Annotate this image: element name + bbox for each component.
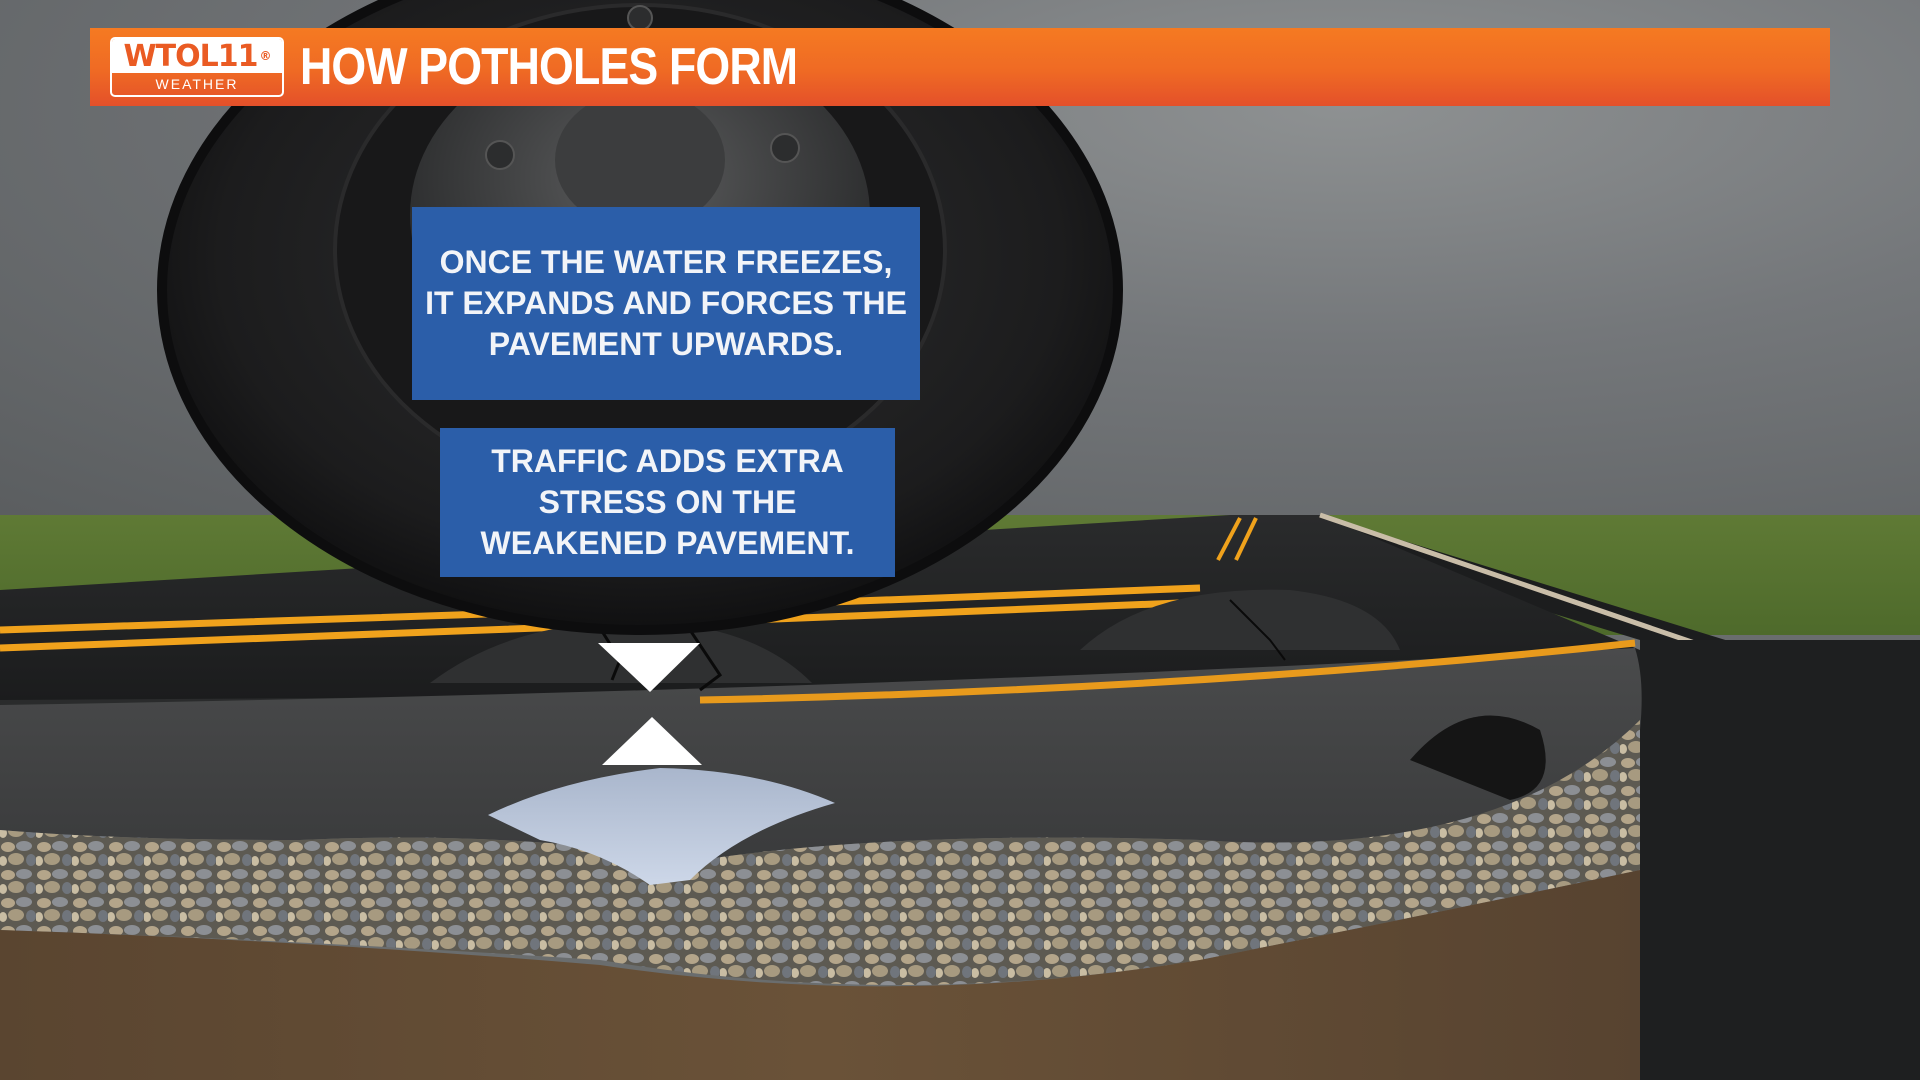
registered-mark-icon: ® bbox=[259, 49, 271, 63]
page-title: HOW POTHOLES FORM bbox=[300, 38, 798, 96]
station-logo: WTOL11® WEATHER bbox=[110, 37, 284, 97]
title-banner: WTOL11® WEATHER HOW POTHOLES FORM bbox=[90, 28, 1830, 106]
callout-freeze: ONCE THE WATER FREEZES, IT EXPANDS AND F… bbox=[412, 207, 920, 400]
logo-subtitle: WEATHER bbox=[155, 76, 239, 92]
downward-force-arrow-icon bbox=[598, 643, 700, 692]
callout-traffic-text: TRAFFIC ADDS EXTRA STRESS ON THE WEAKENE… bbox=[480, 443, 855, 561]
callout-traffic: TRAFFIC ADDS EXTRA STRESS ON THE WEAKENE… bbox=[440, 428, 895, 577]
logo-brand-text: WTOL11 bbox=[123, 38, 259, 74]
logo-brand: WTOL11® bbox=[112, 38, 282, 74]
callout-freeze-text: ONCE THE WATER FREEZES, IT EXPANDS AND F… bbox=[425, 244, 907, 362]
upward-force-arrow-icon bbox=[602, 717, 702, 765]
